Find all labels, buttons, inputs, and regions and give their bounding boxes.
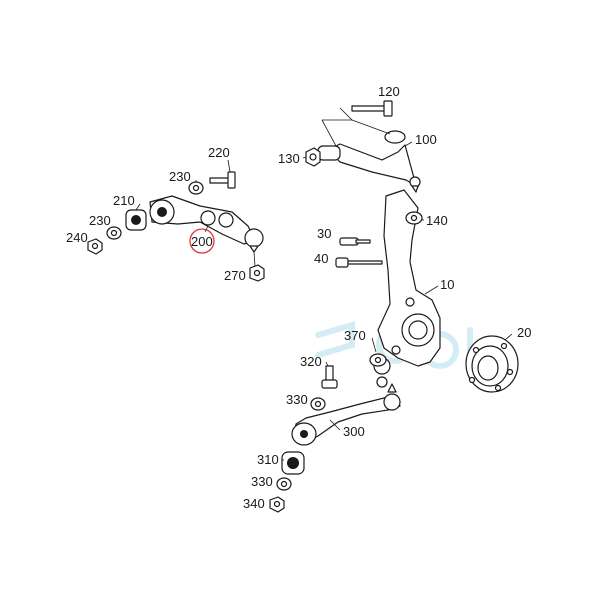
label-120: 120 <box>378 84 400 99</box>
leader-120-b <box>321 119 337 147</box>
label-130: 130 <box>278 151 300 166</box>
label-10: 10 <box>440 277 454 292</box>
label-200: 200 <box>191 234 213 249</box>
label-30: 30 <box>317 226 331 241</box>
bushing-210 <box>125 209 147 231</box>
washer-370 <box>369 353 387 367</box>
bolt-120 <box>351 100 393 117</box>
lower-control-arm-300 <box>291 383 401 446</box>
label-230-left: 230 <box>89 213 111 228</box>
label-340: 340 <box>243 496 265 511</box>
leader-220 <box>227 159 231 173</box>
label-20: 20 <box>517 325 531 340</box>
label-270: 270 <box>224 268 246 283</box>
washer-330-lower <box>276 477 292 491</box>
leader-210 <box>135 203 141 211</box>
link-arm-200 <box>149 195 264 253</box>
nut-340 <box>269 496 285 513</box>
leader-120-c <box>351 119 391 135</box>
bolt-320 <box>321 365 338 389</box>
label-300: 300 <box>343 424 365 439</box>
label-330-upper: 330 <box>286 392 308 407</box>
label-240: 240 <box>66 230 88 245</box>
label-330-lower: 330 <box>251 474 273 489</box>
leader-20 <box>504 333 513 341</box>
bushing-140 <box>405 211 423 225</box>
washer-230-upper <box>188 181 204 195</box>
label-210: 210 <box>113 193 135 208</box>
washer-230-left <box>106 226 122 240</box>
leader-10 <box>424 285 439 295</box>
label-230-upper: 230 <box>169 169 191 184</box>
leader-200 <box>204 225 209 233</box>
bolt-40 <box>335 257 383 268</box>
leader-370 <box>371 337 377 353</box>
nut-240 <box>87 238 103 255</box>
label-310: 310 <box>257 452 279 467</box>
label-40: 40 <box>314 251 328 266</box>
label-220: 220 <box>208 145 230 160</box>
label-140: 140 <box>426 213 448 228</box>
label-370: 370 <box>344 328 366 343</box>
upper-control-arm-100 <box>317 130 421 193</box>
wheel-hub-20 <box>465 335 519 393</box>
label-100: 100 <box>415 132 437 147</box>
leader-120 <box>322 107 353 121</box>
bolt-220 <box>209 171 236 189</box>
leader-320 <box>325 361 329 367</box>
highlight-ring-200 <box>189 228 215 254</box>
nut-130 <box>305 147 321 167</box>
bolt-30 <box>339 237 371 246</box>
label-320: 320 <box>300 354 322 369</box>
leader-300 <box>329 419 341 431</box>
leader-270 <box>253 251 256 267</box>
bushing-310 <box>281 451 305 475</box>
steering-knuckle-10 <box>373 189 441 388</box>
washer-330-upper <box>310 397 326 411</box>
leader-130 <box>302 156 307 159</box>
leader-100 <box>404 141 413 147</box>
nut-270 <box>249 264 265 282</box>
